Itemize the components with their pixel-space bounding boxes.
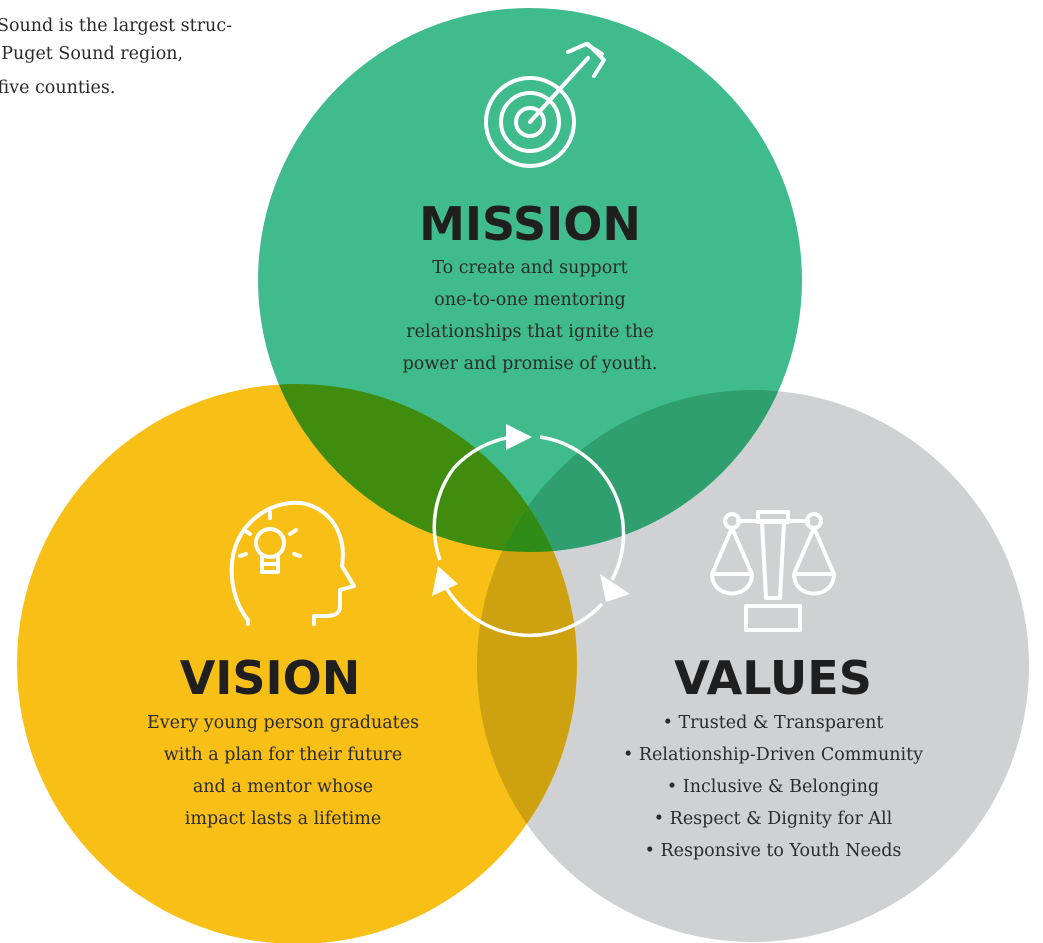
scales-icon: [710, 510, 836, 632]
intro-paragraph: et Sound is the largest struc- he Puget …: [0, 12, 340, 102]
mission-vision-overlap: [258, 384, 577, 552]
mission-heading: MISSION: [419, 197, 641, 251]
intro-line: et Sound is the largest struc-: [0, 16, 233, 36]
values-text-line: • Trusted & Transparent: [663, 713, 884, 733]
cycle-arrows-icon: [432, 424, 630, 638]
vision-text-line: and a mentor whose: [193, 777, 373, 797]
vision-text-line: with a plan for their future: [164, 745, 402, 765]
vision-heading: VISION: [180, 651, 361, 705]
values-text-line: • Responsive to Youth Needs: [645, 841, 902, 861]
vision-text-line: impact lasts a lifetime: [185, 809, 381, 829]
mission-text-line: one-to-one mentoring: [434, 290, 626, 310]
mission-values-overlap: [477, 390, 802, 552]
lightbulb-head-icon: [229, 500, 356, 626]
values-text-line: • Inclusive & Belonging: [667, 777, 879, 797]
mission-text-line: To create and support: [432, 258, 627, 278]
vision-text-line: Every young person graduates: [147, 713, 419, 733]
target-arrow-icon: [484, 42, 606, 168]
mission-text-line: power and promise of youth.: [403, 354, 658, 374]
values-heading: VALUES: [674, 651, 872, 705]
intro-line: he Puget Sound region,: [0, 44, 184, 64]
values-text-line: • Relationship-Driven Community: [623, 745, 923, 765]
values-text-line: • Respect & Dignity for All: [654, 809, 893, 829]
intro-line: ss five counties.: [0, 78, 116, 98]
mission-text-line: relationships that ignite the: [406, 322, 653, 342]
